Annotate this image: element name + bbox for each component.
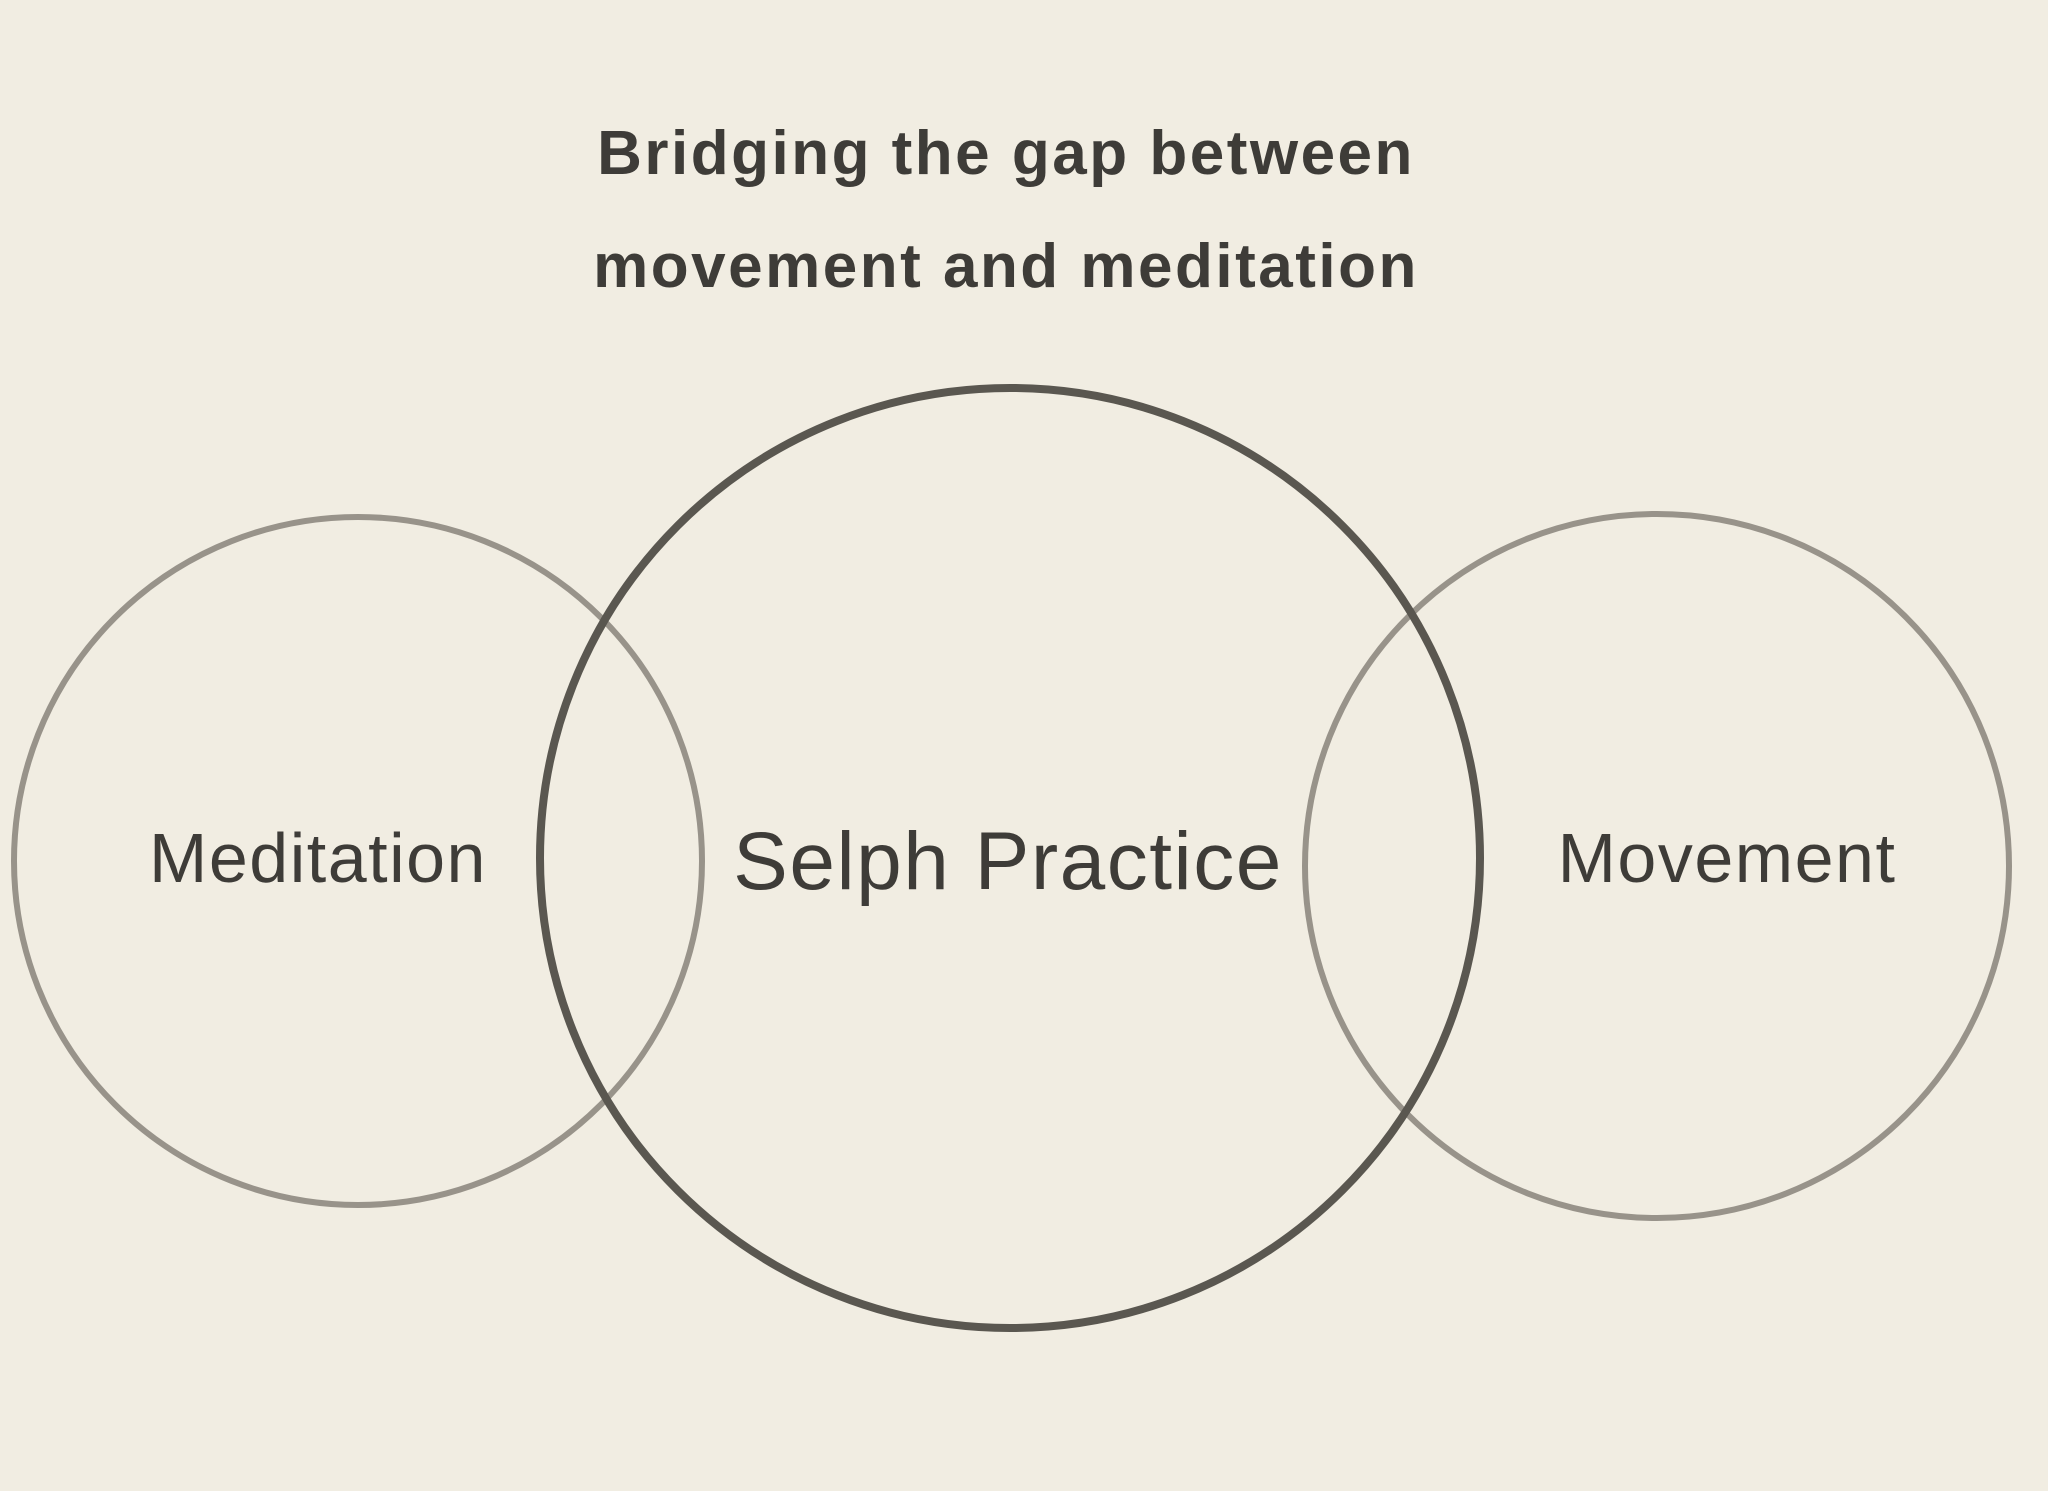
meditation-label: Meditation xyxy=(149,819,487,897)
selph-practice-circle xyxy=(536,384,1484,1332)
movement-circle xyxy=(1302,511,2012,1221)
meditation-circle xyxy=(11,514,705,1208)
movement-label: Movement xyxy=(1557,819,1897,897)
title-line-1: Bridging the gap between xyxy=(597,119,1415,188)
selph-practice-label: Selph Practice xyxy=(733,816,1283,907)
page-title: Bridging the gap between movement and me… xyxy=(593,98,1419,324)
title-line-2: movement and meditation xyxy=(593,231,1419,301)
